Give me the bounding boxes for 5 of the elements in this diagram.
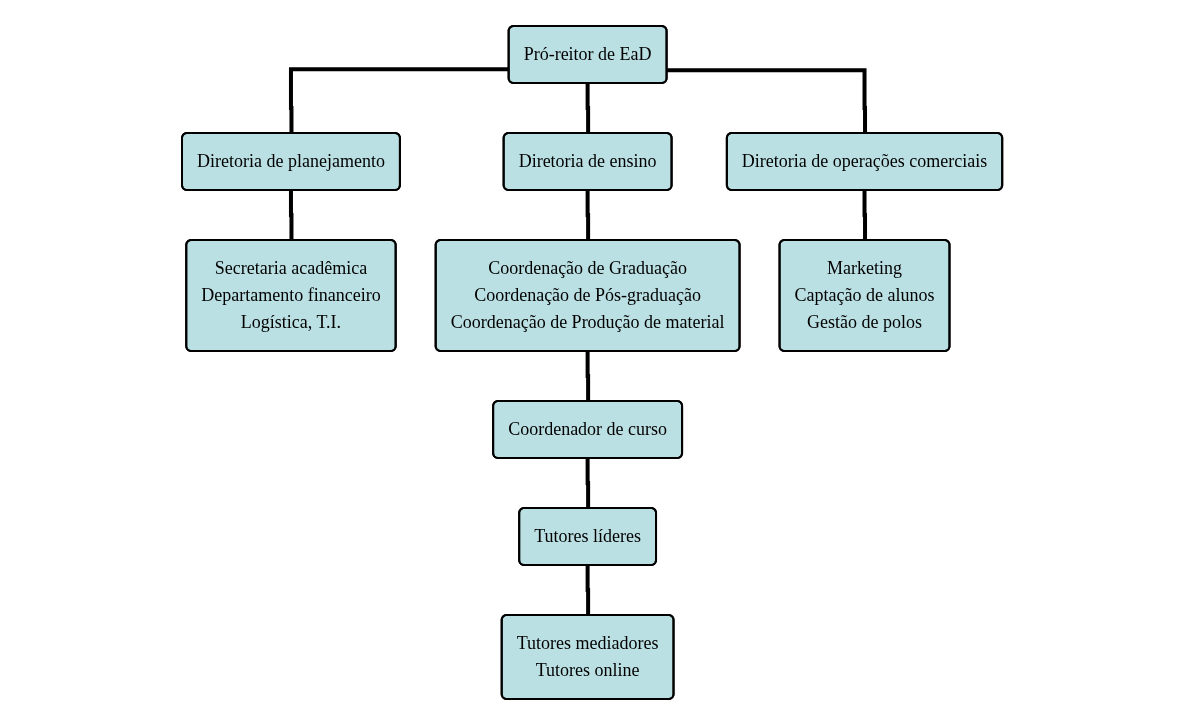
connector — [586, 349, 591, 402]
connector — [667, 68, 868, 134]
connector — [586, 456, 591, 509]
connector — [289, 67, 510, 134]
connector — [586, 563, 591, 616]
